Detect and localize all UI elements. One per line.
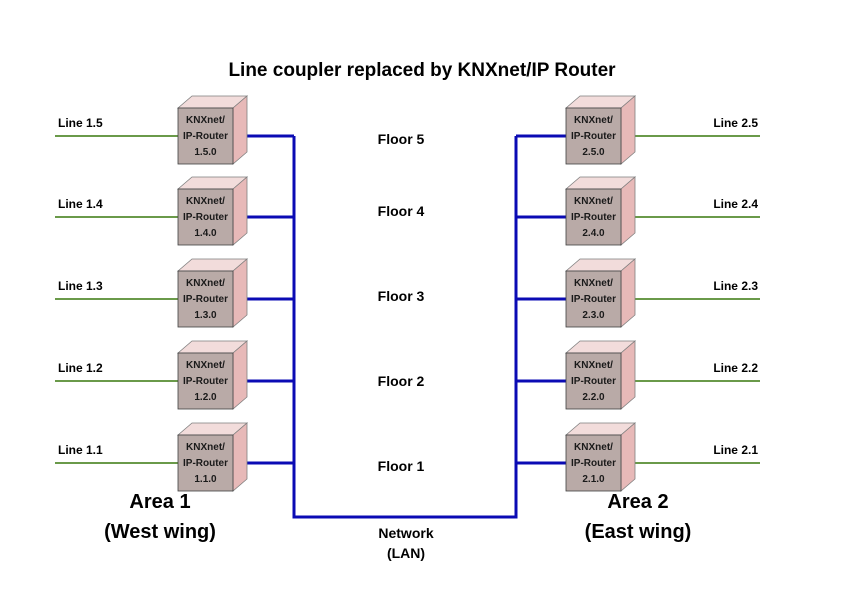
router-name-line1: KNXnet/ [574,442,613,453]
cube-side-face [232,422,248,492]
network-sublabel: (LAN) [387,545,425,561]
router-name-line2: IP-Router [571,131,616,142]
area1-router-cube: KNXnet/IP-Router 1.5.0 [176,95,249,165]
router-name-line2: IP-Router [183,212,228,223]
router-row: KNXnet/IP-Router 1.3.0 Line 1.3 [55,258,294,328]
router-address: 1.4.0 [194,228,217,239]
router-name-line1: KNXnet/ [186,278,225,289]
router-row: KNXnet/IP-Router 2.1.0 Line 2.1 [516,422,760,492]
area2-sublabel: (East wing) [585,521,692,543]
floor-label: Floor 5 [378,131,425,147]
router-name-line1: KNXnet/ [186,196,225,207]
floor-label: Floor 1 [378,458,425,474]
area2-router-cube: KNXnet/IP-Router 2.4.0 [564,176,637,246]
area1-sublabel: (West wing) [104,521,216,543]
cube-front-face [565,352,622,410]
router-name-line2: IP-Router [183,458,228,469]
cube-front-face [177,107,234,165]
cube-side-face [620,176,636,246]
router-address: 1.5.0 [194,147,217,158]
router-address: 2.5.0 [582,147,605,158]
cube-side-face [232,340,248,410]
cube-front-face [565,270,622,328]
cube-side-face [620,258,636,328]
router-row: KNXnet/IP-Router 1.1.0 Line 1.1 [55,422,294,492]
diagram-title: Line coupler replaced by KNXnet/IP Route… [228,60,616,81]
router-name-line1: KNXnet/ [574,360,613,371]
area1-router-cube: KNXnet/IP-Router 1.1.0 [176,422,249,492]
line-label: Line 1.4 [58,197,103,211]
router-row: KNXnet/IP-Router 2.4.0 Line 2.4 [516,176,760,246]
cube-side-face [620,422,636,492]
router-name-line1: KNXnet/ [574,115,613,126]
cube-front-face [177,434,234,492]
router-name-line1: KNXnet/ [186,360,225,371]
router-row: KNXnet/IP-Router 1.2.0 Line 1.2 [55,340,294,410]
area2-router-cube: KNXnet/IP-Router 2.5.0 [564,95,637,165]
cube-front-face [565,107,622,165]
router-name-line1: KNXnet/ [186,115,225,126]
line-label: Line 2.4 [713,197,758,211]
area1-router-cube: KNXnet/IP-Router 1.4.0 [176,176,249,246]
line-label: Line 1.3 [58,279,103,293]
line-label: Line 2.1 [713,443,758,457]
cube-front-face [565,434,622,492]
area1-router-cube: KNXnet/IP-Router 1.2.0 [176,340,249,410]
cube-side-face [232,95,248,165]
router-row: KNXnet/IP-Router 2.3.0 Line 2.3 [516,258,760,328]
floor-label: Floor 4 [378,203,425,219]
line-label: Line 1.2 [58,361,103,375]
area1-router-cube: KNXnet/IP-Router 1.3.0 [176,258,249,328]
router-row: KNXnet/IP-Router 2.5.0 Line 2.5 [516,95,760,165]
cube-front-face [565,188,622,246]
router-name-line2: IP-Router [571,294,616,305]
area2-router-cube: KNXnet/IP-Router 2.1.0 [564,422,637,492]
area2-label: Area 2 [607,491,668,513]
router-address: 2.3.0 [582,310,605,321]
router-row: KNXnet/IP-Router 1.5.0 Line 1.5 [55,95,294,165]
router-name-line2: IP-Router [183,376,228,387]
floor-labels: Floor 5 Floor 4 Floor 3 Floor 2 Floor 1 [378,131,425,474]
line-label: Line 1.5 [58,116,103,130]
area2-router-cube: KNXnet/IP-Router 2.3.0 [564,258,637,328]
cube-side-face [232,258,248,328]
router-address: 2.1.0 [582,474,605,485]
line-label: Line 2.3 [713,279,758,293]
cube-side-face [620,95,636,165]
router-address: 1.2.0 [194,392,217,403]
router-address: 2.4.0 [582,228,605,239]
router-address: 1.3.0 [194,310,217,321]
cube-side-face [232,176,248,246]
lan-backbone [292,136,518,519]
router-address: 1.1.0 [194,474,217,485]
router-row: KNXnet/IP-Router 2.2.0 Line 2.2 [516,340,760,410]
cube-front-face [177,270,234,328]
router-name-line1: KNXnet/ [186,442,225,453]
router-name-line2: IP-Router [571,212,616,223]
floor-label: Floor 3 [378,288,425,304]
line-label: Line 1.1 [58,443,103,457]
router-name-line2: IP-Router [183,294,228,305]
lan-line [292,136,518,519]
router-name-line2: IP-Router [571,376,616,387]
router-address: 2.2.0 [582,392,605,403]
router-name-line1: KNXnet/ [574,196,613,207]
router-name-line2: IP-Router [183,131,228,142]
area1-label: Area 1 [129,491,190,513]
network-label: Network [378,525,433,541]
area2-router-cube: KNXnet/IP-Router 2.2.0 [564,340,637,410]
floor-label: Floor 2 [378,373,425,389]
line-label: Line 2.5 [713,116,758,130]
cube-side-face [620,340,636,410]
cube-front-face [177,352,234,410]
cube-front-face [177,188,234,246]
router-row: KNXnet/IP-Router 1.4.0 Line 1.4 [55,176,294,246]
router-name-line2: IP-Router [571,458,616,469]
router-name-line1: KNXnet/ [574,278,613,289]
line-label: Line 2.2 [713,361,758,375]
